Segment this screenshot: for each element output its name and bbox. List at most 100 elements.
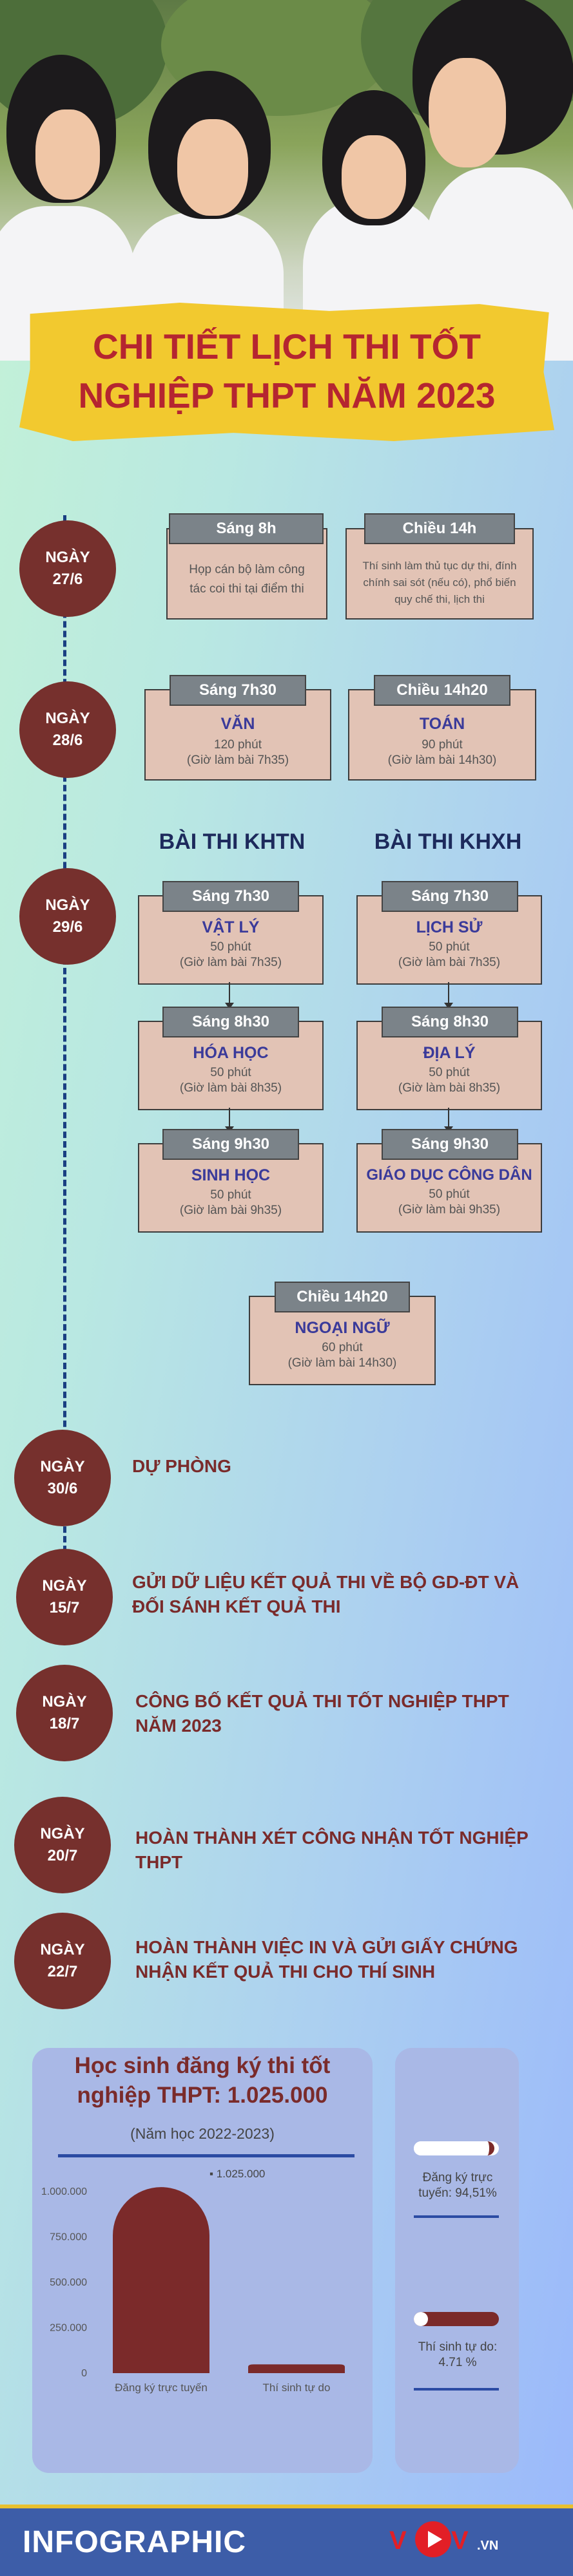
flow-connector [448,982,449,1005]
subject-name: NGOẠI NGỮ [295,1319,390,1337]
day-date: 28/6 [52,732,83,749]
day-date: 29/6 [52,918,83,936]
start-time: (Giờ làm bài 7h35) [398,956,501,969]
footer-divider [0,2505,573,2508]
event-text-15-7: GỬI DỮ LIỆU KẾT QUẢ THI VỀ BỘ GD-ĐT VÀ Đ… [132,1572,520,1616]
day-label: NGÀY [45,710,90,727]
day-label: NGÀY [42,1693,87,1710]
vov-logo-icon[interactable]: V V [387,2517,477,2562]
subject-name: SINH HỌC [191,1166,271,1184]
start-time: (Giờ làm bài 8h35) [179,1081,282,1095]
day-circle-30-6: NGÀY 30/6 [14,1430,111,1526]
day-date: 15/7 [49,1599,80,1616]
day-circle-28-6: NGÀY 28/6 [19,681,116,778]
arrow-down-icon [444,1003,453,1009]
duration: 50 phút [429,1188,470,1201]
subject-name: GIÁO DỤC CÔNG DÂN [366,1166,532,1184]
page-title: CHI TIẾT LỊCH THI TỐT NGHIỆP THPT NĂM 20… [26,322,548,420]
time-tag: Sáng 7h30 [382,881,518,912]
free-progress-fill [414,2312,428,2326]
start-time: (Giờ làm bài 7h35) [186,753,289,767]
free-progress-bar [414,2312,499,2326]
summary-panel [395,2048,519,2473]
divider [414,2388,499,2391]
stats-title-line-2: nghiệp THPT: 1.025.000 [77,2083,328,2108]
stats-subtitle: (Năm học 2022-2023) [130,2125,275,2142]
y-tick-label: 0 [81,2368,87,2379]
event-text-22-7: HOÀN THÀNH VIỆC IN VÀ GỬI GIẤY CHỨNG NHẬ… [135,1937,518,1982]
title-banner [19,303,554,441]
chart-bar [113,2187,209,2373]
start-time: (Giờ làm bài 9h35) [179,1204,282,1217]
title-line-2: NGHIỆP THPT NĂM 2023 [78,375,496,415]
stats-title: Học sinh đăng ký thi tốt nghiệp THPT: 1.… [39,2051,366,2110]
start-time: (Giờ làm bài 14h30) [387,753,497,767]
flow-connector [448,1108,449,1128]
time-tag: Sáng 7h30 [162,881,299,912]
start-time: (Giờ làm bài 7h35) [179,956,282,969]
chart-bar [248,2364,345,2373]
day-label: NGÀY [40,1825,85,1842]
free-label: Thí sinh tự do: 4.71 % [418,2340,498,2369]
flow-connector [229,982,230,1005]
day-label: NGÀY [45,549,90,566]
khxh-heading: BÀI THI KHXH [374,829,522,854]
time-tag: Chiều 14h20 [374,675,510,706]
subject-name: VĂN [220,715,255,733]
day-label: NGÀY [40,1458,85,1475]
start-time: (Giờ làm bài 14h30) [287,1356,397,1370]
flow-connector [229,1108,230,1128]
time-tag: Sáng 9h30 [162,1129,299,1160]
timeline-line [63,515,66,1571]
event-text-20-7: HOÀN THÀNH XÉT CÔNG NHẬN TỐT NGHIỆP THPT [135,1828,529,1872]
day-label: NGÀY [45,896,90,914]
time-tag: Sáng 8h30 [162,1007,299,1037]
y-tick-label: 750.000 [50,2232,87,2243]
event-text-30-6: DỰ PHÒNG [132,1456,231,1476]
subject-name: TOÁN [419,715,465,733]
day-date: 18/7 [49,1715,80,1732]
x-tick-label: Thí sinh tự do [263,2382,331,2394]
khtn-heading: BÀI THI KHTN [159,829,306,854]
time-tag: Chiều 14h20 [275,1282,410,1312]
day-circle-29-6: NGÀY 29/6 [19,868,116,965]
time-tag: Sáng 8h30 [382,1007,518,1037]
divider [414,2215,499,2218]
duration: 50 phút [210,1188,251,1202]
start-time: (Giờ làm bài 9h35) [398,1203,501,1217]
y-tick-label: 1.000.000 [41,2186,87,2197]
svg-text:V: V [389,2526,407,2555]
subject-name: HÓA HỌC [193,1044,269,1062]
subject-name: VẬT LÝ [202,918,260,936]
subject-name: ĐỊA LÝ [423,1044,476,1062]
y-tick-label: 500.000 [50,2277,87,2288]
time-tag: Chiều 14h [364,513,515,544]
subject-name: LỊCH SỬ [416,918,483,936]
y-tick-label: 250.000 [50,2323,87,2334]
schedule-text: Họp cán bộ làm công tác coi thi tại điểm… [189,563,305,596]
time-tag: Sáng 7h30 [170,675,306,706]
day-circle-18-7: NGÀY 18/7 [16,1665,113,1761]
online-progress-fill [414,2141,494,2155]
bar-chart: 0 250.000 500.000 750.000 1.000.000 Đăng ký … [41,2168,345,2394]
footer [0,2508,573,2576]
duration: 50 phút [210,940,251,954]
time-tag: Sáng 8h [169,513,324,544]
svg-text:V: V [451,2526,469,2555]
duration: 50 phút [429,940,470,954]
duration: 90 phút [422,738,463,752]
footer-label: INFOGRAPHIC [23,2525,246,2559]
event-text-18-7: CÔNG BỐ KẾT QUẢ THI TỐT NGHIỆP THPT NĂM … [135,1691,509,1736]
online-progress-bar [414,2141,499,2155]
divider [58,2154,354,2157]
x-tick-label: Đăng ký trực tuyến [115,2382,208,2394]
day-date: 30/6 [47,1480,78,1497]
duration: 50 phút [429,1066,470,1079]
day-date: 22/7 [47,1963,78,1980]
day-label: NGÀY [40,1941,85,1958]
day-circle-22-7: NGÀY 22/7 [14,1913,111,2009]
stats-title-line-1: Học sinh đăng ký thi tốt [74,2053,331,2078]
